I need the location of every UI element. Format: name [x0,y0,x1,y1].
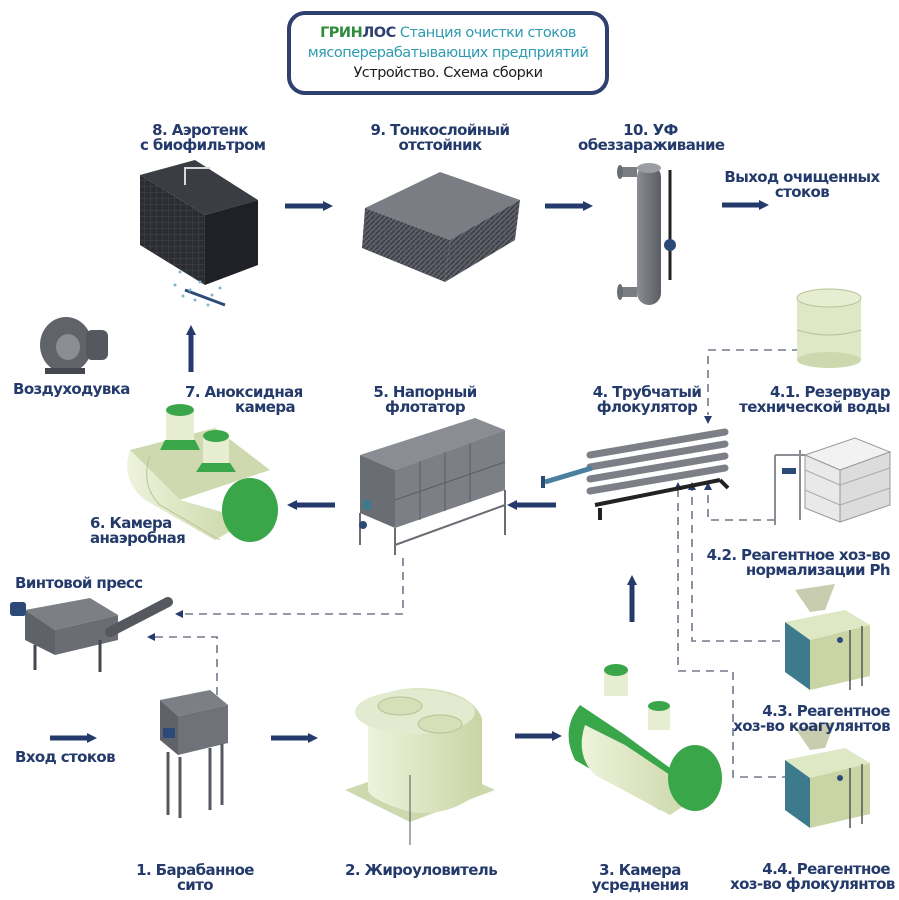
dashed-5-to-press [183,558,404,615]
title-line-3: Устройство. Схема сборки [353,65,543,81]
dashed-arrowhead [704,416,712,424]
coagulant-reagent-unit-illustration [785,584,870,690]
label-flocculant-reagent-unit: 4.4. Реагентное хоз-во флокулянтов [730,860,895,893]
screw-press-illustration [10,597,173,672]
flocculant-reagent-unit-illustration [785,722,870,828]
label-line: 4.1. Резервуар [769,383,891,401]
label-line: хоз-во коагулянтов [733,717,890,735]
label-ph-reagent-unit: 4.2. Реагентное хоз-во нормализации Ph [700,546,891,579]
label-line: 7. Аноксидная [185,383,303,401]
label-line: 3. Камера [599,861,681,879]
label-line: 5. Напорный [373,383,477,401]
dashed-connectors [155,349,800,778]
blower-illustration [40,317,108,374]
dashed-4-2-to-4 [707,485,775,521]
label-line: Винтовой пресс [15,574,143,592]
label-line: хоз-во флокулянтов [730,875,895,893]
label-line: усреднения [591,876,689,894]
label-equalization-chamber: 3. Камера усреднения [590,863,690,893]
label-anaerobic-chamber: 6. Камера анаэробная [90,514,186,547]
label-technical-water-reservoir: 4.1. Резервуар технической воды [730,385,890,415]
thin-layer-settler-illustration [362,172,520,282]
drum-screen-illustration [160,690,228,818]
title-line-1-rest: Станция очистки стоков [395,25,577,41]
label-line: 6. Камера [90,514,172,532]
label-pressure-flotator: 5. Напорный флотатор [370,385,480,415]
brand-name-part1: ГРИН [320,25,363,41]
label-line: технической воды [739,398,890,416]
ph-reagent-unit-illustration [774,437,892,525]
anaerobic-anoxic-chamber-illustration [127,404,278,542]
label-line: обеззараживание [578,136,725,154]
label-line: 4. Трубчатый [592,383,702,401]
label-blower: Воздуходувка [13,382,130,397]
label-line: Воздуходувка [13,380,130,398]
flow-arrows [50,200,769,743]
dashed-4-1-to-4 [707,349,800,415]
label-line: 8. Аэротенк [152,121,248,139]
label-line: нормализации Ph [745,561,891,579]
title-line-2: мясоперерабатывающих предприятий [307,45,589,61]
label-line: 9. Тонкослойный [370,121,510,139]
label-line: флокулятор [596,398,698,416]
label-line: с биофильтром [140,136,266,154]
label-coagulant-reagent-unit: 4.3. Реагентное хоз-во коагулянтов [730,704,890,734]
brand-name-part2: ЛОС [362,25,396,41]
dashed-arrowhead [147,633,155,641]
label-line: флотатор [385,398,466,416]
label-uv-disinfection: 10. УФ обеззараживание [578,121,725,154]
label-inlet: Вход стоков [15,748,116,766]
label-outlet: Выход очищенных стоков [722,170,882,200]
technical-water-reservoir-illustration [796,288,862,368]
label-tubular-flocculator: 4. Трубчатый флокулятор [592,385,702,415]
label-aerotank: 8. Аэротенк с биофильтром [140,121,266,154]
title-line-1: ГРИНЛОС Станция очистки стоков [291,23,605,43]
label-line: 1. Барабанное [136,861,254,879]
dashed-4-3-to-4 [691,490,780,642]
label-line: 4.4. Реагентное [762,860,890,878]
label-line: Вход стоков [15,748,116,766]
label-anoxic-chamber: 7. Аноксидная камера [185,383,303,416]
label-drum-screen: 1. Барабанное сито [135,863,255,893]
label-line: 2. Жироуловитель [345,861,498,879]
aerotank-biofilter-illustration [140,160,258,307]
pressure-flotator-illustration [359,418,506,555]
dashed-arrowhead [175,610,183,618]
label-line: 10. УФ [623,121,678,139]
label-line: камера [235,398,296,416]
label-line: анаэробная [90,529,186,547]
label-line: 4.3. Реагентное [762,702,890,720]
label-line: стоков [774,183,830,201]
label-line: сито [176,876,214,894]
label-line: Выход очищенных [724,168,880,186]
label-thin-layer-settler: 9. Тонкослойный отстойник [360,123,520,153]
equalization-chamber-illustration [568,664,722,815]
dashed-1-to-press [155,636,218,695]
label-line: отстойник [398,136,482,154]
uv-disinfection-illustration [617,163,676,305]
title-box: ГРИНЛОС Станция очистки стоков мясоперер… [287,11,609,95]
dashed-arrowhead [704,482,712,490]
tubular-flocculator-illustration [541,428,730,520]
label-line: 4.2. Реагентное хоз-во [706,546,891,564]
grease-trap-illustration [345,688,495,845]
label-screw-press: Винтовой пресс [15,576,143,591]
label-grease-trap: 2. Жироуловитель [345,861,498,879]
